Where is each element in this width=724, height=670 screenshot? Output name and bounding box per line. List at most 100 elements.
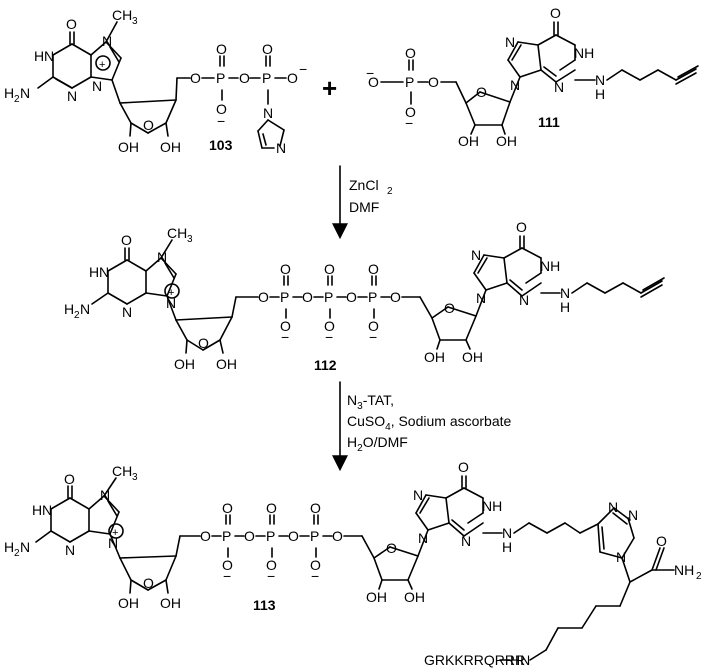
step2-line1: N3-TAT, <box>347 392 394 412</box>
peptide-sequence: GRKKRRQRRR <box>424 652 525 668</box>
svg-text:H: H <box>4 85 14 101</box>
svg-text:N: N <box>505 34 515 50</box>
svg-text:OH: OH <box>174 356 195 372</box>
svg-text:N: N <box>166 295 176 311</box>
svg-text:N: N <box>108 535 118 551</box>
svg-text:N: N <box>276 140 286 156</box>
svg-text:O: O <box>198 335 209 351</box>
triphosphate-113 <box>211 514 363 558</box>
monophosphate-111 <box>380 59 457 105</box>
svg-text:+: + <box>112 527 118 539</box>
svg-text:O: O <box>368 318 379 334</box>
svg-text:O: O <box>244 528 255 544</box>
m7g-base-113 <box>35 477 124 559</box>
svg-text:N: N <box>616 549 626 565</box>
svg-text:N: N <box>44 48 54 64</box>
step1-solvent: DMF <box>349 199 379 215</box>
svg-text:+: + <box>99 59 105 71</box>
svg-text:O: O <box>143 117 154 133</box>
svg-text:N: N <box>80 301 90 317</box>
svg-text:O: O <box>200 528 211 544</box>
svg-text:O: O <box>332 528 343 544</box>
step2-line2: CuSO4, Sodium ascorbate <box>347 413 512 433</box>
svg-text:H: H <box>32 502 42 518</box>
svg-text:O: O <box>324 261 335 277</box>
svg-text:N: N <box>42 502 52 518</box>
svg-text:OH: OH <box>404 589 425 605</box>
svg-text:3: 3 <box>132 16 138 27</box>
svg-text:O: O <box>324 318 335 334</box>
step1-reagent-sub: 2 <box>387 186 393 197</box>
svg-text:O: O <box>266 500 277 516</box>
svg-text:O: O <box>368 261 379 277</box>
svg-text:H: H <box>595 86 605 102</box>
svg-text:+: + <box>168 287 174 299</box>
ribose-112a <box>175 296 259 354</box>
svg-text:NH: NH <box>540 258 560 274</box>
svg-text:OH: OH <box>216 356 237 372</box>
ribose-112b <box>419 296 477 350</box>
svg-text:N: N <box>99 264 109 280</box>
svg-text:OH: OH <box>462 349 483 365</box>
compound-label-113: 113 <box>253 597 276 613</box>
svg-text:−: − <box>366 65 374 81</box>
svg-text:O: O <box>266 557 277 573</box>
svg-text:3: 3 <box>187 234 193 245</box>
svg-text:O: O <box>516 219 527 235</box>
svg-text:O: O <box>428 74 439 90</box>
svg-text:OH: OH <box>366 589 387 605</box>
svg-text:N: N <box>102 33 112 49</box>
svg-text:2: 2 <box>74 310 80 321</box>
svg-text:N: N <box>595 72 605 88</box>
svg-text:N: N <box>471 247 481 263</box>
m7g-base-112 <box>91 239 180 321</box>
svg-text:O: O <box>222 557 233 573</box>
svg-text:NH: NH <box>482 498 502 514</box>
svg-text:OH: OH <box>118 139 139 155</box>
svg-text:H: H <box>502 539 512 555</box>
reaction-step-2: N3-TAT, CuSO4, Sodium ascorbate H2O/DMF <box>332 381 512 472</box>
svg-text:P: P <box>324 289 333 305</box>
svg-text:O: O <box>262 41 273 57</box>
svg-text:−: − <box>369 329 377 345</box>
svg-text:O: O <box>368 74 379 90</box>
svg-text:H: H <box>4 539 14 555</box>
svg-text:N: N <box>476 290 486 306</box>
atom-labels-112: O N CH 3 + H N H 2 N N N O OH OH O P O P… <box>64 219 570 372</box>
svg-text:N: N <box>65 542 75 558</box>
compound-103: O N CH 3 + H N H 2 N N N O OH OH O P O P… <box>4 7 307 156</box>
svg-text:N: N <box>20 85 30 101</box>
plus-sign: + <box>322 73 337 103</box>
svg-text:O: O <box>64 471 75 487</box>
svg-text:P: P <box>262 70 271 86</box>
compound-112: O N CH 3 + H N H 2 N N N O OH OH O P O P… <box>64 219 665 373</box>
svg-text:N: N <box>413 487 423 503</box>
svg-text:O: O <box>288 528 299 544</box>
reaction-step-1: ZnCl 2 DMF <box>332 165 393 240</box>
svg-text:N: N <box>92 78 102 94</box>
step2-line3: H2O/DMF <box>347 434 408 454</box>
svg-text:O: O <box>190 70 201 86</box>
svg-text:CH: CH <box>112 463 132 479</box>
svg-text:NH: NH <box>574 45 594 61</box>
triazole-113 <box>579 507 635 559</box>
svg-text:P: P <box>216 70 225 86</box>
svg-text:−: − <box>325 329 333 345</box>
svg-text:3: 3 <box>132 472 138 483</box>
svg-text:N: N <box>502 525 512 541</box>
svg-text:O: O <box>121 232 132 248</box>
svg-text:NH: NH <box>674 562 694 578</box>
svg-text:N: N <box>510 77 520 93</box>
svg-text:P: P <box>310 528 319 544</box>
svg-text:O: O <box>280 318 291 334</box>
svg-text:O: O <box>405 104 416 120</box>
compound-label-112: 112 <box>314 357 337 373</box>
svg-text:P: P <box>280 289 289 305</box>
svg-text:N: N <box>608 499 618 515</box>
svg-text:N: N <box>628 507 638 523</box>
triphosphate-112 <box>269 275 421 319</box>
atom-labels-103: O N CH 3 + H N H 2 N N N O OH OH O P O P… <box>4 7 307 156</box>
ribose-103 <box>119 77 191 137</box>
svg-text:N: N <box>157 249 167 265</box>
